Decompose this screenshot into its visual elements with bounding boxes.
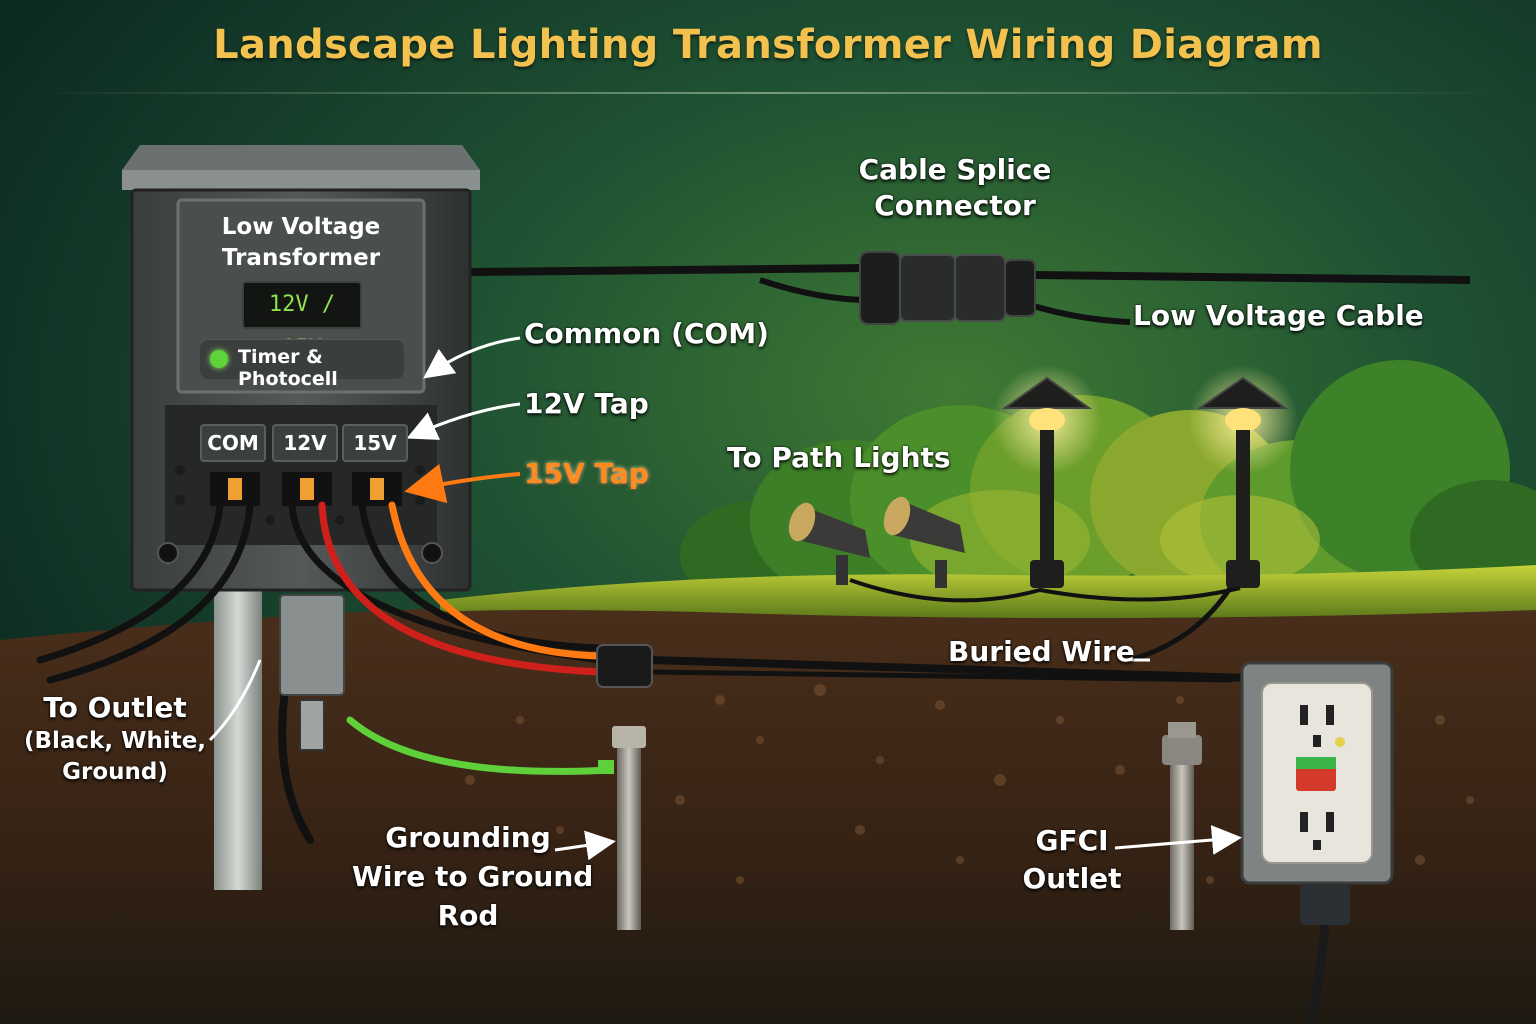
terminal-12v: 12V: [272, 424, 338, 462]
label-grounding: Grounding Wire to Ground Rod: [352, 818, 594, 935]
wire-12v-red: [318, 501, 604, 676]
cable-branch-right: [1029, 302, 1131, 325]
terminal-lugs: [210, 472, 402, 506]
cable-splice-connector: [859, 251, 1036, 325]
leader-15v: [404, 463, 521, 504]
status-led-icon: [210, 350, 228, 368]
gfci-outlet: [1240, 661, 1394, 1024]
label-grounding-line1: Grounding: [385, 821, 551, 854]
label-to-outlet: To Outlet (Black, White, Ground): [20, 690, 210, 788]
leader-common: [423, 336, 521, 379]
timer-photocell-label: Timer & Photocell: [238, 346, 338, 390]
leader-gfci: [1114, 825, 1242, 855]
soil: [0, 600, 1536, 1024]
label-to-outlet-line3: Ground): [62, 759, 168, 786]
label-cable-splice: Cable Splice Connector: [830, 152, 1080, 225]
leader-outlet: [208, 659, 262, 742]
low-voltage-cable-right: [1034, 271, 1471, 284]
label-path-lights: To Path Lights: [727, 441, 951, 474]
grounding-wire: [346, 716, 614, 775]
wire-clamp: [596, 644, 653, 688]
label-low-voltage-cable: Low Voltage Cable: [1133, 299, 1424, 332]
ground-rod-outlet: [1162, 722, 1202, 930]
label-12v-tap: 12V Tap: [524, 387, 649, 420]
ground-rod: [598, 726, 646, 930]
wire-15v-black: [358, 501, 604, 652]
buried-wire-2: [647, 669, 1233, 683]
page-title: Landscape Lighting Transformer Wiring Di…: [213, 22, 1323, 68]
low-voltage-cable: [469, 264, 871, 276]
label-common: Common (COM): [524, 317, 769, 350]
terminal-com: COM: [200, 424, 266, 462]
buried-wire: [646, 656, 1254, 682]
spot-light-1: [788, 502, 870, 585]
grass: [440, 565, 1536, 619]
spot-light-2: [883, 496, 965, 588]
path-light-1: [992, 365, 1102, 588]
voltage-display: 12V / 15V: [242, 281, 362, 361]
cord-fitting: [299, 699, 325, 751]
timer-photocell-indicator: Timer & Photocell: [200, 339, 404, 390]
title-divider: [30, 92, 1506, 94]
label-cable-splice-line1: Cable Splice: [858, 153, 1052, 186]
transformer-label: Low Voltage Transformer: [196, 212, 406, 274]
wire-com-black: [36, 501, 224, 664]
transformer-label-line2: Transformer: [221, 245, 381, 271]
label-cable-splice-line2: Connector: [874, 189, 1036, 223]
light-cable: [849, 578, 1241, 603]
wire-15v-orange: [388, 501, 604, 660]
label-grounding-line2: Wire to Ground: [352, 860, 594, 893]
label-grounding-line3: Rod: [437, 899, 499, 932]
mounting-post: [214, 560, 262, 890]
label-15v-tap: 15V Tap: [524, 457, 649, 490]
path-light-2: [1188, 365, 1298, 588]
leader-12v: [406, 402, 521, 440]
leader-grounding: [554, 830, 616, 861]
label-gfci-line1: GFCI: [1035, 824, 1109, 857]
terminal-15v: 15V: [342, 424, 408, 462]
conduit: [279, 594, 345, 696]
label-gfci-outlet: GFCI Outlet: [1010, 822, 1134, 898]
soil-speckles: [465, 684, 1474, 884]
label-gfci-line2: Outlet: [1022, 862, 1122, 895]
label-buried-wire: Buried Wire: [948, 635, 1135, 668]
transformer-label-line1: Low Voltage: [221, 214, 381, 240]
wire-com-black-2: [46, 501, 254, 684]
label-to-outlet-line2: (Black, White,: [23, 728, 207, 755]
label-to-outlet-line1: To Outlet: [43, 691, 187, 724]
